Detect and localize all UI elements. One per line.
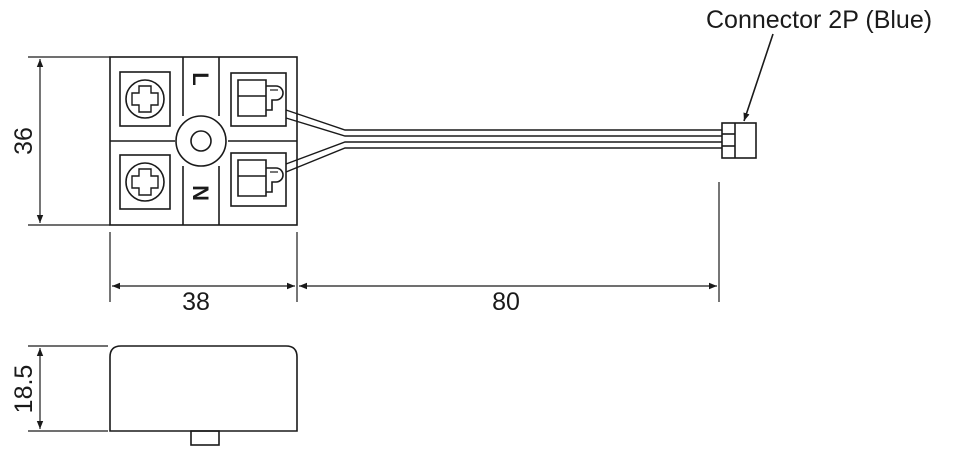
terminal-label-l: L bbox=[188, 72, 213, 85]
terminal-block-side-view bbox=[109, 345, 298, 446]
connector-2p-icon bbox=[721, 122, 757, 159]
dim-height-label: 36 bbox=[10, 127, 38, 155]
lead-wires bbox=[285, 109, 722, 173]
screw-bottom-icon bbox=[119, 154, 171, 210]
screw-top-icon bbox=[119, 71, 171, 127]
dim-lead-length-label: 80 bbox=[492, 288, 520, 316]
terminal-block-top-view bbox=[109, 56, 298, 226]
dim-depth-label: 18.5 bbox=[10, 365, 38, 414]
terminal-label-n: N bbox=[188, 185, 213, 201]
dim-height-lines bbox=[28, 56, 110, 226]
mounting-hole-icon bbox=[175, 115, 227, 167]
connector-label: Connector 2P (Blue) bbox=[706, 6, 932, 34]
dim-depth-lines bbox=[28, 345, 108, 432]
crimp-terminal-bottom-icon bbox=[230, 152, 287, 207]
connector-leader-line bbox=[743, 33, 774, 122]
dim-width-lines bbox=[109, 182, 720, 302]
dim-width-label: 38 bbox=[182, 288, 210, 316]
crimp-terminal-top-icon bbox=[230, 72, 287, 127]
